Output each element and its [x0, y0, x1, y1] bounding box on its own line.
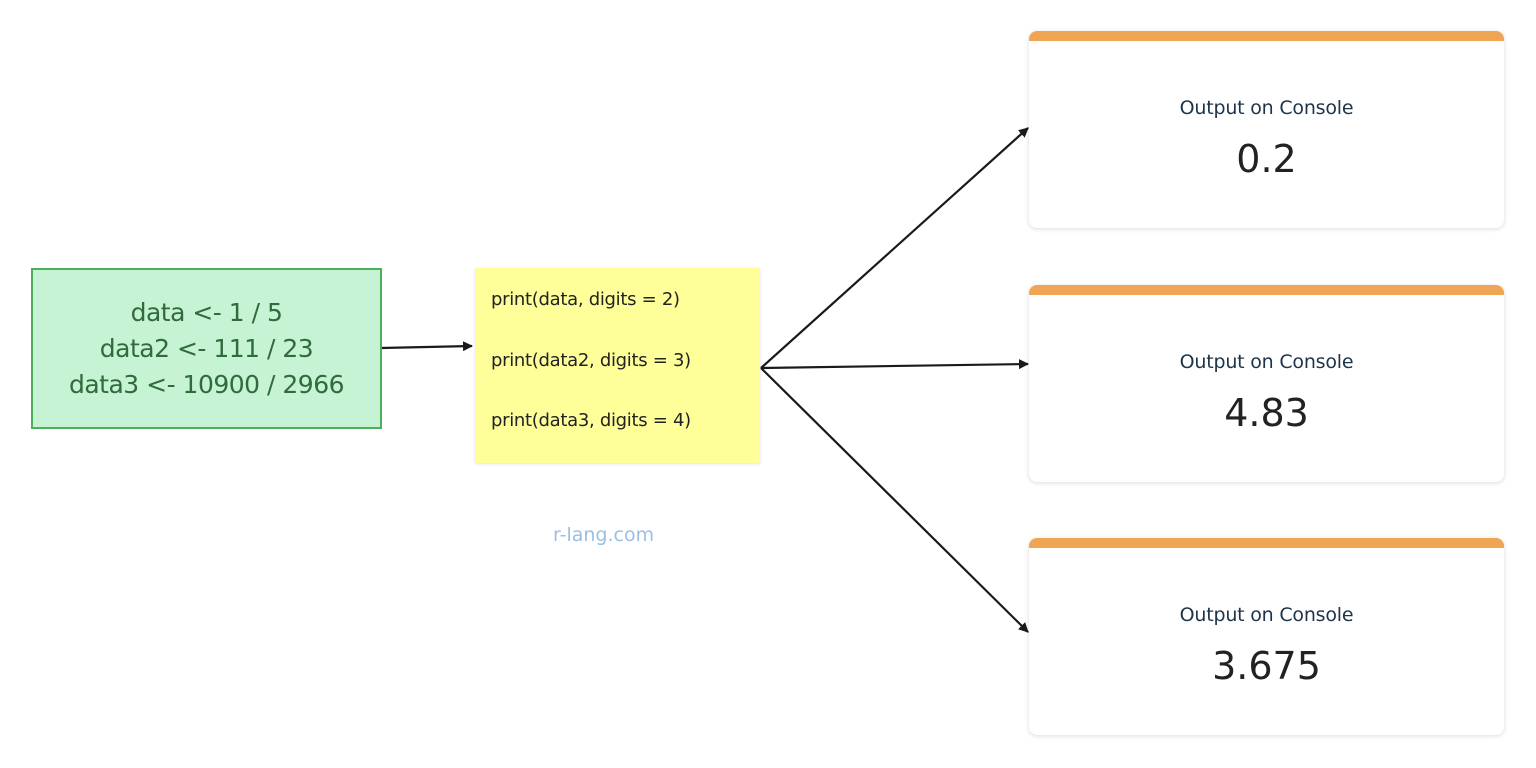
output-value: 0.2	[1236, 137, 1297, 181]
arrow-to-output-3	[760, 367, 1029, 633]
code-line: data3 <- 10900 / 2966	[68, 369, 345, 399]
code-line: print(data3, digits = 4)	[491, 410, 691, 431]
arrow-input-to-code	[380, 341, 473, 352]
output-value: 4.83	[1224, 391, 1309, 435]
code-line: data <- 1 / 5	[130, 297, 283, 327]
arrow-to-output-2	[760, 359, 1029, 370]
code-line: print(data2, digits = 3)	[491, 350, 691, 371]
output-label: Output on Console	[1179, 97, 1354, 119]
output-card: Output on Console 3.675	[1029, 538, 1504, 735]
output-value: 3.675	[1212, 644, 1321, 688]
output-label: Output on Console	[1179, 604, 1354, 626]
code-line: print(data, digits = 2)	[491, 289, 680, 310]
card-accent-bar	[1029, 31, 1504, 41]
output-card: Output on Console 0.2	[1029, 31, 1504, 228]
card-accent-bar	[1029, 538, 1504, 548]
watermark: r-lang.com	[553, 524, 655, 546]
arrow-to-output-1	[760, 127, 1029, 369]
output-card: Output on Console 4.83	[1029, 285, 1504, 482]
input-code-box: data <- 1 / 5 data2 <- 111 / 23 data3 <-…	[31, 268, 382, 429]
card-accent-bar	[1029, 285, 1504, 295]
code-line: data2 <- 111 / 23	[99, 333, 314, 363]
print-code-box: print(data, digits = 2) print(data2, dig…	[475, 268, 760, 463]
output-label: Output on Console	[1179, 351, 1354, 373]
